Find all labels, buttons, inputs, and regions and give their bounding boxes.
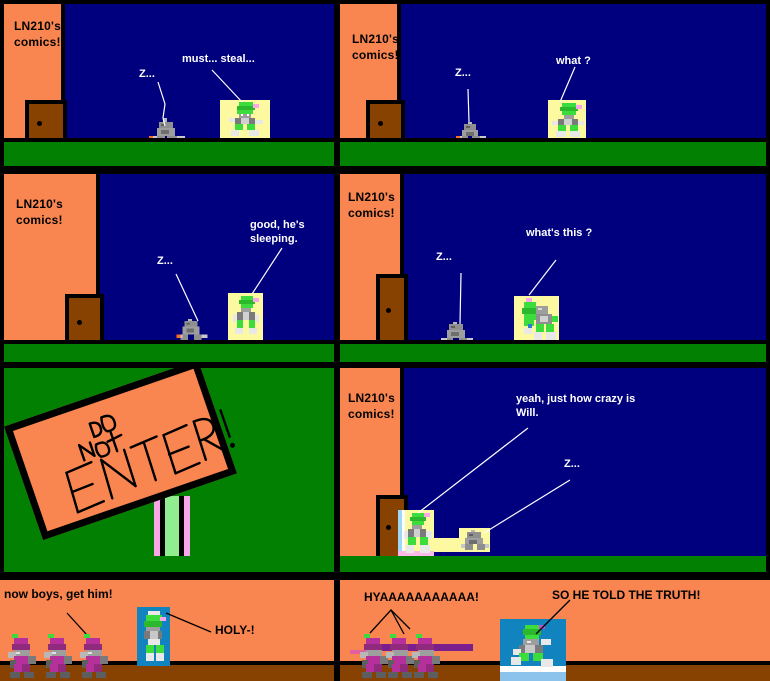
speech-lead-how-crazy (417, 427, 529, 514)
enemy-purple-robot-sprite (80, 634, 108, 678)
ground-strip-row-2-right (340, 344, 766, 362)
do-not-enter-lettering (65, 409, 236, 514)
hero-green-robot-sprite (229, 102, 263, 136)
sleeping-gray-robot-sprite (461, 530, 489, 550)
enemy-purple-robot-sprite (412, 634, 440, 678)
shop-door[interactable] (65, 294, 104, 340)
speech-how-crazy: yeah, just how crazy is Will. (516, 393, 636, 419)
comics-shop-sign-label: LN210's comics! (14, 19, 61, 49)
speech-lead-sleep (459, 272, 462, 325)
enemy-purple-robot-sprite (8, 634, 36, 678)
speech-lead-sleep (157, 81, 166, 127)
panel-7: now boys, get him! (0, 580, 334, 681)
frame-stripe-pink (398, 551, 434, 556)
comics-shop-sign-label: LN210's comics! (348, 391, 395, 421)
hero-frame (514, 296, 559, 340)
panel-1: LN210's comics! (4, 4, 334, 138)
panel-5 (4, 368, 334, 572)
sign-post-black-right (179, 496, 184, 572)
ground-strip-row-2-left (4, 344, 334, 362)
sign-post-black-left (160, 496, 165, 572)
sign-post-green-core (165, 496, 179, 572)
speech-lead-get-him (66, 612, 88, 636)
hero-frame (548, 100, 586, 138)
frame-stripe-white (500, 666, 566, 672)
speech-hyaa: HYAAAAAAAAAAA! (364, 590, 479, 604)
hero-green-robot-sprite (404, 513, 432, 553)
panel-8: HYAAAAAAAAAAA! SO HE TOLD THE TRUTH! (340, 580, 770, 681)
panel-4: LN210's comics! (340, 174, 766, 340)
sign-post-pink-left (154, 496, 160, 572)
door-knob (77, 320, 82, 325)
speech-lead-holy (165, 612, 212, 633)
speech-holy: HOLY-! (215, 623, 255, 637)
comics-shop-sign-label: LN210's comics! (348, 190, 395, 220)
panel-2: LN210's comics! (340, 4, 766, 138)
speech-lead-sleep (175, 273, 199, 322)
door-knob (37, 121, 42, 126)
speech-lead-good-sleeping (251, 247, 283, 295)
speech-lead-hyaa (369, 609, 411, 635)
speech-lead-truth (535, 599, 571, 635)
hero-green-robot-sprite (552, 103, 584, 137)
speech-must-steal: must... steal... (182, 53, 255, 65)
hero-green-robot-sprite (233, 296, 259, 334)
hero-frame (228, 293, 263, 340)
hero-green-robot-sprite (511, 625, 553, 667)
hero-frame (398, 510, 434, 556)
do-not-enter-sign (4, 368, 237, 541)
door-knob (378, 121, 383, 126)
shop-door[interactable] (366, 100, 405, 138)
ground-strip-row-1-right (340, 142, 766, 166)
door-knob (386, 525, 391, 530)
shop-door[interactable] (25, 100, 67, 138)
speech-sleep: Z... (564, 458, 580, 470)
ground-strip-row-1-left (4, 142, 334, 166)
panel-3: LN210's comics! (4, 174, 334, 340)
ground-strip-row-3-right (340, 556, 766, 572)
door-knob (386, 308, 391, 313)
speech-whats-this: what's this ? (526, 227, 593, 239)
hero-frame-blue (500, 619, 566, 681)
frame-stripe-lightblue (500, 672, 566, 681)
speech-good-hes-sleeping: good, he's sleeping. (250, 219, 305, 245)
enemy-purple-robot-sprite (386, 634, 414, 678)
speech-lead-must-steal (211, 69, 243, 103)
sleeping-gray-robot-sprite (441, 322, 473, 340)
ground-strip-row-3-left (4, 556, 334, 572)
speech-sleep: Z... (139, 68, 155, 80)
speech-lead-what (559, 66, 576, 103)
sleeping-gray-robot-sprite (149, 118, 185, 138)
speech-what: what ? (556, 55, 591, 67)
hero-green-robot-sprite (144, 611, 166, 661)
enemy-purple-robot-sprite (44, 634, 72, 678)
speech-get-him: now boys, get him! (4, 587, 113, 601)
sleeping-robot-frame (459, 528, 490, 552)
frame-edge-lightblue (398, 510, 402, 556)
sleeping-gray-robot-sprite (456, 122, 486, 138)
hero-frame-blue (137, 607, 170, 666)
sleeping-gray-robot-sprite (176, 319, 208, 340)
sign-post-pink-right (184, 496, 190, 572)
enemy-purple-robot-sprite (360, 634, 388, 678)
speech-lead-sleep (467, 88, 470, 123)
frame-edge-white (402, 510, 405, 556)
speech-lead-sleep (483, 479, 571, 534)
caption-truth: SO HE TOLD THE TRUTH! (552, 588, 701, 602)
speech-sleep: Z... (157, 255, 173, 267)
shop-door[interactable] (376, 274, 408, 340)
hero-with-robot-sprite (522, 298, 558, 340)
comics-shop-sign-label: LN210's comics! (352, 32, 399, 62)
comics-shop-sign-label: LN210's comics! (16, 197, 63, 227)
speech-sleep: Z... (436, 251, 452, 263)
speech-sleep: Z... (455, 67, 471, 79)
hero-frame (220, 100, 270, 138)
panel-6: LN210's comics! (340, 368, 766, 572)
speech-lead-whats-this (528, 259, 557, 296)
